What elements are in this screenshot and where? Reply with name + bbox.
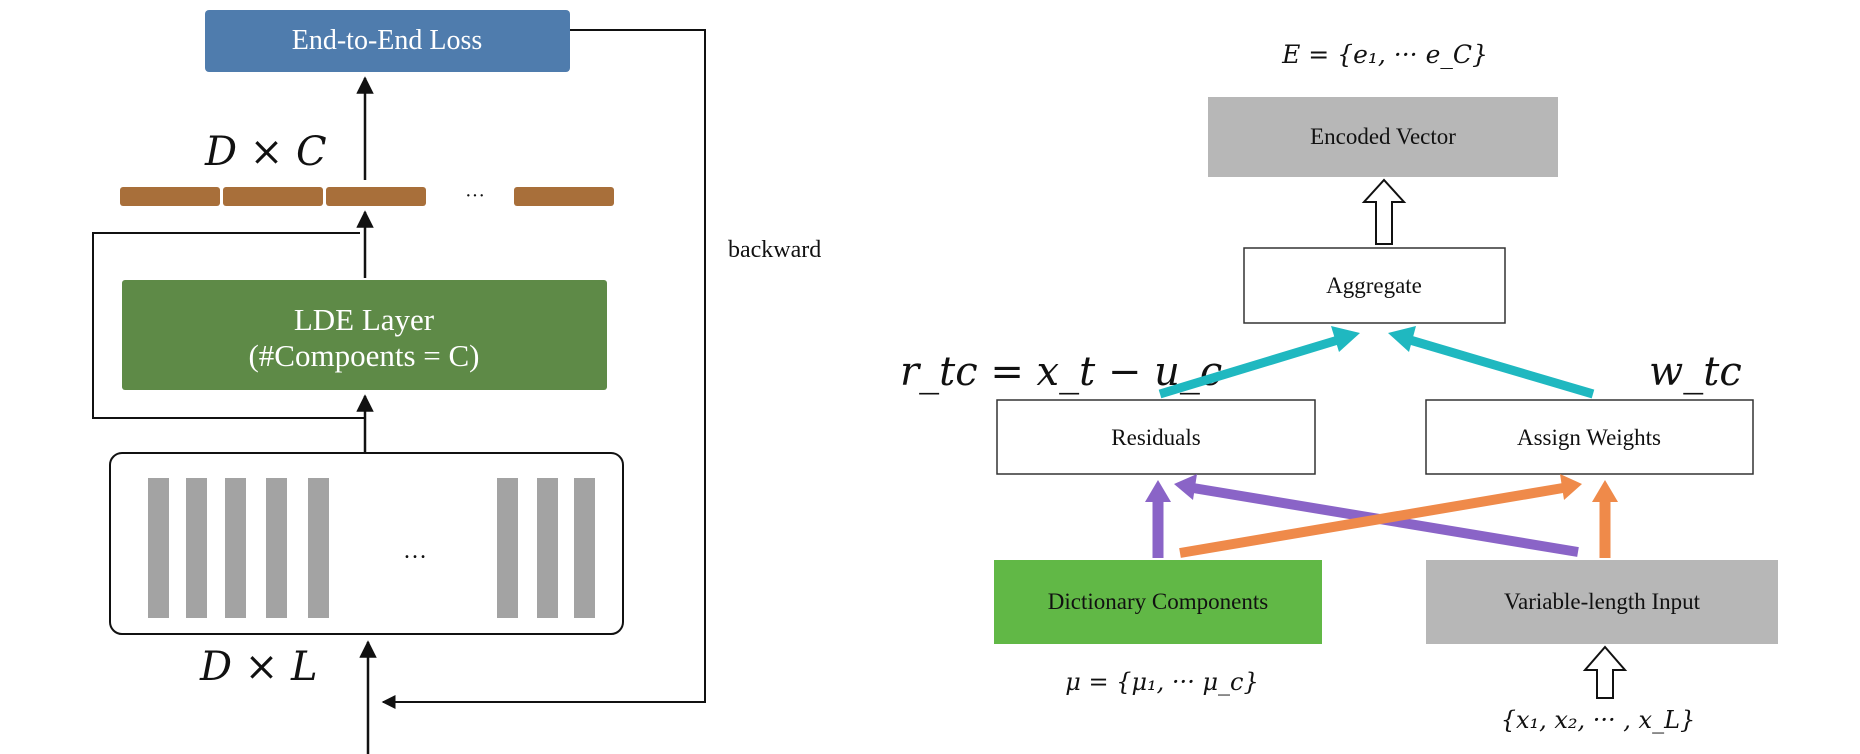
- cyan-arrow-weights-shaft: [1408, 335, 1595, 399]
- residuals-box: [996, 399, 1316, 475]
- dictionary-components-box: [994, 560, 1322, 644]
- end-to-end-loss-label: End-to-End Loss: [292, 25, 483, 56]
- frame-bar-8: [574, 478, 595, 618]
- orange-arrow-dict-to-weights-shaft: [1179, 483, 1564, 558]
- frame-bar-2: [186, 478, 207, 618]
- cyan-arrow-residuals-shaft: [1158, 335, 1340, 399]
- variable-length-input-box: [1426, 560, 1778, 644]
- skip-connection-line: [92, 232, 365, 419]
- end-to-end-loss-box: [205, 10, 570, 72]
- purple-arrow-dict-up-head: [1145, 480, 1171, 502]
- frame-bar-1: [148, 478, 169, 618]
- mu-label: μ = {μ₁, ··· μ_c}: [1065, 668, 1259, 696]
- backward-label: backward: [728, 237, 821, 263]
- purple-arrow-input-to-residuals-head: [1174, 474, 1197, 500]
- frames-ellipsis: …: [403, 538, 427, 564]
- dictionary-components-label: Dictionary Components: [1048, 589, 1268, 614]
- code-bar-2: [223, 187, 323, 206]
- code-bar-1: [120, 187, 220, 206]
- frame-bar-3: [225, 478, 246, 618]
- aggregate-box: [1243, 247, 1506, 324]
- lde-layer-box: [122, 280, 607, 390]
- encoded-vector-label: Encoded Vector: [1310, 124, 1456, 149]
- aggregate-label: Aggregate: [1326, 273, 1422, 298]
- left-diagram: End-to-End Loss D × C ··· LDE Layer (#Co…: [92, 10, 821, 754]
- assign-weights-box: [1425, 399, 1754, 475]
- orange-arrow-dict-to-weights-head: [1560, 474, 1582, 500]
- lde-layer-title: LDE Layer: [294, 302, 435, 337]
- variable-length-input-label: Variable-length Input: [1504, 589, 1701, 614]
- hollow-arrow-x-to-input: [1582, 645, 1628, 699]
- e-label: E = {e₁, ··· e_C}: [1281, 40, 1488, 69]
- frame-bar-5: [308, 478, 329, 618]
- lde-layer-subtitle: (#Compoents = C): [248, 338, 479, 373]
- frame-bar-4: [266, 478, 287, 618]
- encoded-vector-box: [1208, 97, 1558, 177]
- right-diagram: E = {e₁, ··· e_C} Encoded Vector Aggrega…: [900, 40, 1778, 734]
- hollow-arrow-aggregate-to-encoded: [1361, 178, 1407, 245]
- frame-bar-7: [537, 478, 558, 618]
- code-bar-last: [514, 187, 614, 206]
- orange-arrow-input-up-head: [1592, 480, 1618, 502]
- cyan-arrow-weights-head: [1388, 326, 1416, 352]
- backward-path: [381, 29, 706, 709]
- code-bars-ellipsis: ···: [465, 185, 485, 207]
- assign-weights-label: Assign Weights: [1517, 425, 1661, 450]
- cyan-arrow-residuals-head: [1331, 326, 1360, 352]
- dc-label: D × C: [204, 129, 327, 175]
- residuals-label: Residuals: [1111, 425, 1200, 450]
- x-sequence-label: {x₁, x₂, ··· , x_L}: [1501, 706, 1696, 734]
- weight-formula-label: w_tc: [1649, 349, 1742, 395]
- frame-bar-6: [497, 478, 518, 618]
- dl-label: D × L: [199, 644, 318, 690]
- code-bar-3: [326, 187, 426, 206]
